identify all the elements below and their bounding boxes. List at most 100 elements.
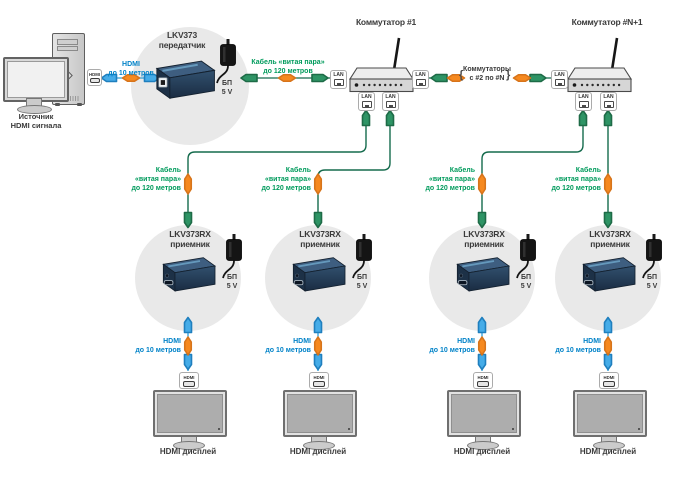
cable-arrow: [183, 211, 193, 229]
psu-label: БП: [221, 80, 233, 87]
display-screen: [451, 394, 517, 433]
pc-grille: [70, 96, 79, 101]
orange-arrow: [512, 73, 532, 83]
receiver-name: LKV373RX: [169, 229, 211, 239]
lan-port-icon: [415, 79, 426, 86]
psu-voltage: 5 V: [520, 283, 532, 290]
psu-voltage: 5 V: [226, 283, 238, 290]
receiver-device: [444, 256, 514, 296]
cable-arrow: [477, 316, 487, 334]
transmitter-name2: передатчик: [158, 40, 206, 50]
cable-arrow: [603, 211, 613, 229]
source-label: Источник: [18, 112, 54, 121]
receiver-name: LKV373RX: [463, 229, 505, 239]
psu-voltage: 5 V: [646, 283, 658, 290]
psu-voltage: 5 V: [356, 283, 368, 290]
lan-port-icon: [578, 101, 589, 108]
lan-badge: LAN: [551, 70, 568, 89]
psu-voltage: 5 V: [221, 89, 233, 96]
pc-foot: [55, 103, 60, 106]
receiver-name2: приемник: [300, 239, 340, 249]
hdmi-cable-label: HDMI до 10 метров: [555, 338, 601, 354]
pc-monitor: [3, 57, 69, 102]
psu-label: БП: [356, 274, 368, 281]
hdmi-port-icon: [183, 380, 195, 387]
receiver-device: [150, 256, 220, 296]
middle-switches-range: с #2 по #N: [469, 75, 505, 82]
cable-line: [481, 126, 584, 212]
monitor-base: [593, 441, 625, 450]
cable-arrow: [603, 316, 613, 334]
monitor-base: [467, 441, 499, 450]
hdmi-display-monitor: [153, 390, 227, 437]
tp-cable-label: Кабель «витая пара» до 120 метров: [251, 59, 325, 75]
pc-drive-slot: [57, 46, 78, 51]
hdmi-port-icon: [89, 77, 100, 84]
hdmi-badge: HDMI: [87, 69, 102, 86]
receiver-name2: приемник: [170, 239, 210, 249]
monitor-base: [303, 441, 335, 450]
orange-arrow: [313, 173, 323, 195]
orange-arrow: [277, 73, 297, 83]
display-screen: [287, 394, 353, 433]
cable-arrow: [240, 73, 258, 83]
middle-switches-label: Коммутаторы: [463, 66, 511, 73]
lan-port-icon: [554, 79, 565, 86]
hdmi-cable-label: HDMI до 10 метров: [265, 338, 311, 354]
pc-screen: [7, 61, 65, 98]
orange-arrow: [183, 173, 193, 195]
psu-label: БП: [646, 274, 658, 281]
cable-arrow: [183, 353, 193, 371]
display-label: HDMI дисплей: [453, 447, 511, 456]
pc-monitor-base: [17, 105, 52, 114]
hdmi-cable-label: HDMI до 10 метров: [429, 338, 475, 354]
receiver-device: [570, 256, 640, 296]
display-label: HDMI дисплей: [159, 447, 217, 456]
cable-arrow: [183, 316, 193, 334]
pc-foot: [77, 103, 82, 106]
hdmi-badge: HDMI: [599, 372, 619, 389]
switch-n1-title: Коммутатор #N+1: [571, 17, 643, 27]
lan-badge: LAN: [412, 70, 429, 89]
cable-arrow: [603, 353, 613, 371]
orange-arrow: [313, 336, 323, 356]
hdmi-badge: HDMI: [309, 372, 329, 389]
cable-line: [317, 126, 391, 212]
orange-arrow: [446, 73, 466, 83]
orange-arrow: [477, 173, 487, 195]
lan-port-icon: [385, 101, 396, 108]
hdmi-port-icon: [477, 380, 489, 387]
transmitter-name: LKV373: [167, 30, 197, 40]
switch-n1-body: [566, 37, 633, 93]
cable-arrow: [361, 109, 371, 127]
cable-arrow: [313, 353, 323, 371]
cable-arrow: [477, 353, 487, 371]
hdmi-cable-label: HDMI до 10 метров: [135, 338, 181, 354]
receiver-name: LKV373RX: [589, 229, 631, 239]
hdmi-badge: HDMI: [179, 372, 199, 389]
hdmi-display-monitor: [283, 390, 357, 437]
cable-arrow: [385, 109, 395, 127]
lan-badge: LAN: [330, 70, 347, 89]
pc-drive-slot: [57, 39, 78, 45]
cable-arrow: [311, 73, 329, 83]
cable-arrow: [477, 211, 487, 229]
lan-badge: LAN: [600, 92, 617, 111]
display-label: HDMI дисплей: [579, 447, 637, 456]
hdmi-display-monitor: [447, 390, 521, 437]
receiver-device: [280, 256, 350, 296]
tp-cable-label: Кабель «витая пара» до 120 метров: [551, 167, 601, 192]
cable-arrow: [100, 73, 118, 83]
cable-arrow: [313, 316, 323, 334]
cable-arrow: [430, 73, 448, 83]
psu-label: БП: [520, 274, 532, 281]
lan-port-icon: [361, 101, 372, 108]
tp-cable-label: Кабель «витая пара» до 120 метров: [425, 167, 475, 192]
antenna-icon: [392, 37, 401, 71]
lan-port-icon: [603, 101, 614, 108]
orange-arrow: [183, 336, 193, 356]
display-screen: [577, 394, 643, 433]
hdmi-port-icon: [313, 380, 325, 387]
